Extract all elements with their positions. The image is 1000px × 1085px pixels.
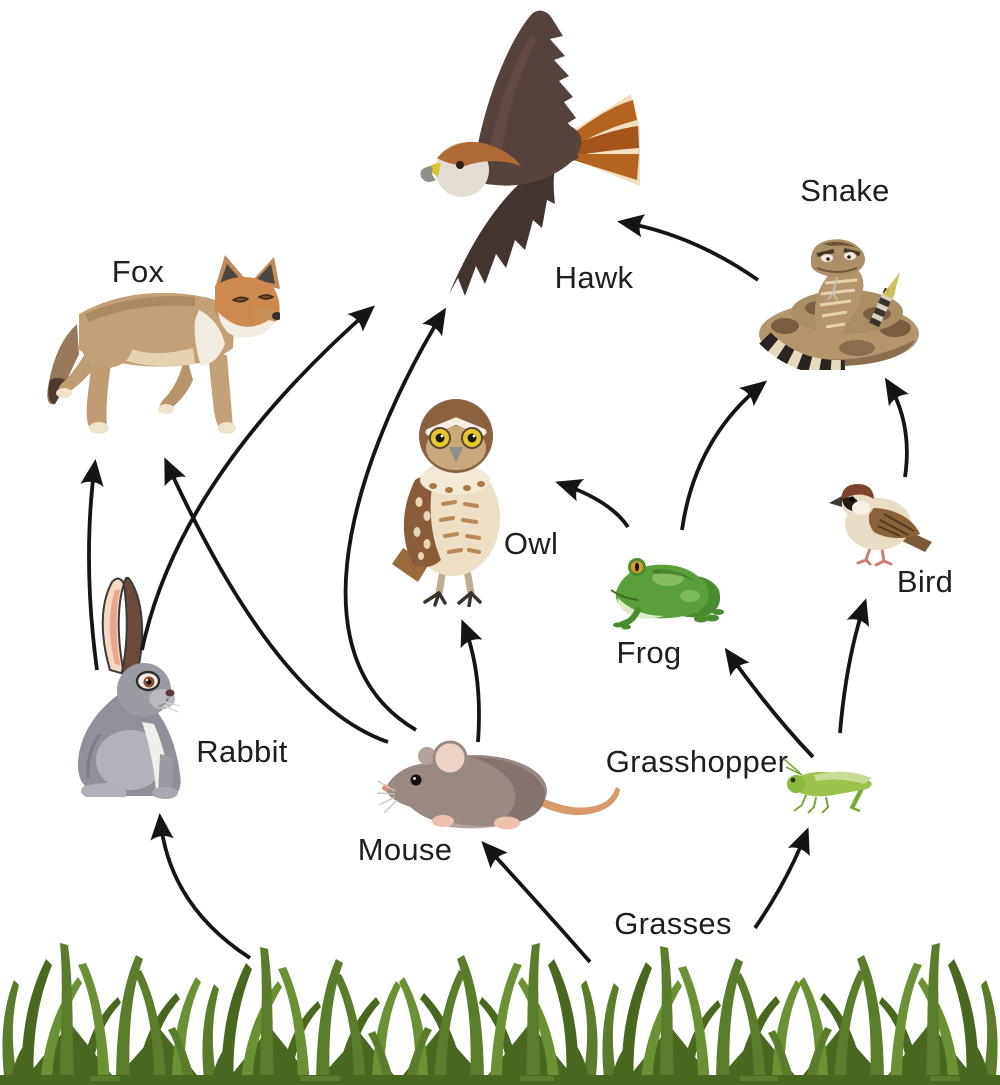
hawk-beak — [420, 166, 436, 182]
mouse-label: Mouse — [357, 831, 453, 867]
snake-illustration — [759, 239, 919, 370]
rabbit-nose — [165, 689, 175, 697]
owl-beak — [449, 447, 463, 463]
hawk-eye — [456, 161, 464, 169]
bird-crown — [841, 484, 874, 501]
owl-talons — [423, 591, 482, 607]
frog-label: Frog — [616, 634, 682, 670]
bird-label: Bird — [896, 563, 954, 599]
frog-front-leg — [619, 607, 641, 627]
mouse-ear — [432, 740, 468, 776]
hawk-lower-wing — [449, 160, 557, 296]
mouse-tail — [527, 787, 620, 816]
snake-rattle-tip — [883, 272, 900, 299]
arrow-frog-to-snake — [680, 380, 768, 531]
mouse-ear-back — [418, 747, 436, 765]
mouse-eye — [410, 774, 422, 786]
snake-head — [810, 239, 865, 277]
bird-eye — [849, 496, 855, 502]
grasses-label: Grasses — [614, 905, 732, 941]
grasshopper-illustration — [783, 758, 872, 814]
arrow-mouse-to-owl — [460, 619, 483, 743]
rabbit-illustration — [78, 576, 181, 799]
snake-label: Snake — [800, 172, 890, 208]
bird-legs — [856, 546, 893, 566]
arrow-snake-to-hawk — [617, 214, 760, 282]
bird-beak — [829, 496, 842, 507]
fox-label: Fox — [111, 253, 165, 289]
snake-tongue — [827, 276, 838, 301]
hawk-crown — [437, 141, 521, 166]
arrow-grasses-to-grasshopper — [753, 827, 810, 930]
bird-wing — [868, 508, 920, 539]
grasshopper-legs — [793, 794, 830, 814]
rabbit-label: Rabbit — [196, 733, 288, 769]
grasses-illustration — [0, 943, 1000, 1085]
frog-body — [615, 564, 709, 619]
owl-illustration — [392, 399, 500, 607]
mouse-whiskers — [377, 780, 398, 814]
mouse-illustration — [377, 740, 620, 830]
grasshopper-wing — [814, 771, 872, 784]
grasshopper-head — [787, 775, 805, 793]
fox-eye — [231, 296, 250, 303]
arrow-grasshopper-to-bird — [838, 598, 870, 734]
owl-label: Owl — [503, 525, 559, 561]
arrow-frog-to-owl — [555, 479, 630, 529]
arrow-bird-to-snake — [884, 377, 909, 478]
arrow-grasshopper-to-frog — [724, 647, 815, 759]
grasshopper-antennae — [783, 758, 803, 776]
rabbit-ear-right — [120, 576, 144, 674]
bird-illustration — [829, 484, 932, 566]
frog-mouth — [610, 589, 639, 601]
hawk-illustration — [420, 10, 640, 296]
hawk-label: Hawk — [554, 259, 634, 295]
frog-illustration — [610, 558, 724, 630]
grasshopper-label: Grasshopper — [605, 743, 789, 779]
grasshopper-eye — [790, 777, 796, 783]
rabbit-hind-foot — [80, 783, 126, 797]
